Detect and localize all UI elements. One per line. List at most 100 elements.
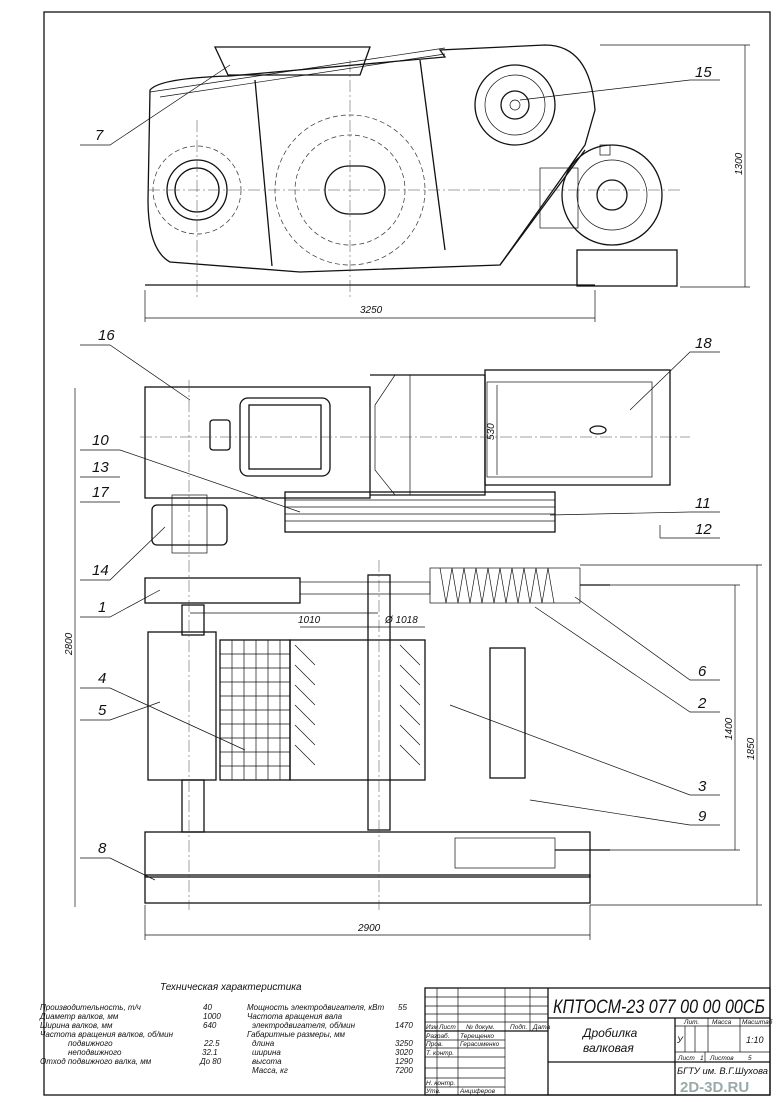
svg-text:До 80: До 80 — [199, 1057, 222, 1066]
position-18: 18 — [695, 335, 712, 352]
plan-view — [74, 369, 762, 940]
specs-title: Техническая характеристика — [160, 982, 302, 993]
svg-text:Герасименко: Герасименко — [460, 1041, 500, 1048]
base-8 — [144, 874, 591, 904]
leader-lines — [80, 64, 720, 881]
svg-text:1: 1 — [700, 1055, 704, 1062]
svg-text:Дата: Дата — [532, 1024, 551, 1031]
svg-text:32.1: 32.1 — [202, 1048, 218, 1057]
svg-text:Масса, кг: Масса, кг — [252, 1066, 288, 1075]
drawing-name-line1: Дробилка — [581, 1026, 638, 1040]
svg-text:Масса: Масса — [712, 1019, 732, 1026]
position-16: 16 — [98, 327, 115, 344]
drawing-designation: КПТОСМ-23 077 00 00 00СБ — [553, 997, 765, 1018]
feed-hopper — [213, 46, 371, 76]
dim-2900: 2900 — [357, 923, 381, 934]
position-8: 8 — [98, 840, 107, 857]
svg-text:Лист: Лист — [677, 1055, 695, 1062]
electric-motor — [561, 144, 663, 246]
svg-text:Н. контр.: Н. контр. — [426, 1080, 456, 1087]
motor-base — [576, 249, 678, 287]
svg-text:Масштаб: Масштаб — [742, 1018, 773, 1026]
roll-5 — [147, 631, 217, 781]
svg-text:Производительность, т/ч: Производительность, т/ч — [40, 1003, 141, 1012]
position-15: 15 — [695, 64, 712, 81]
svg-text:№ докум.: № докум. — [466, 1023, 495, 1031]
svg-text:Терещенко: Терещенко — [460, 1033, 494, 1040]
side-elevation-view — [144, 44, 750, 322]
svg-text:ширина: ширина — [252, 1048, 281, 1057]
roll-right — [489, 647, 526, 779]
position-13: 13 — [92, 459, 109, 476]
dim-1400: 1400 — [724, 717, 735, 740]
position-10: 10 — [92, 432, 109, 449]
position-9: 9 — [698, 808, 707, 825]
drawing-frame — [43, 11, 771, 1096]
position-14: 14 — [92, 562, 109, 579]
base-frame — [144, 831, 591, 878]
crusher-frame-top — [144, 386, 371, 499]
position-3: 3 — [698, 778, 707, 795]
svg-text:1:10: 1:10 — [746, 1035, 764, 1045]
svg-text:Диаметр валков, мм: Диаметр валков, мм — [39, 1012, 119, 1021]
svg-text:Т. контр.: Т. контр. — [426, 1050, 454, 1057]
chain-sprocket — [474, 64, 556, 146]
position-7: 7 — [95, 127, 104, 144]
dim-2800: 2800 — [64, 632, 75, 656]
position-1: 1 — [98, 599, 106, 616]
svg-text:640: 640 — [203, 1021, 217, 1030]
svg-text:Отход подвижного валка, мм: Отход подвижного валка, мм — [40, 1057, 152, 1066]
svg-text:1290: 1290 — [395, 1057, 413, 1066]
svg-text:40: 40 — [203, 1003, 212, 1012]
svg-text:неподвижного: неподвижного — [68, 1048, 122, 1057]
svg-text:Изм: Изм — [426, 1024, 439, 1031]
dim-3250: 3250 — [360, 305, 383, 316]
svg-text:Мощность электродвигателя, кВт: Мощность электродвигателя, кВт — [247, 1003, 384, 1012]
svg-text:Частота вращения вала: Частота вращения вала — [247, 1012, 343, 1021]
crusher-body — [147, 44, 596, 273]
position-17: 17 — [92, 484, 109, 501]
svg-text:3020: 3020 — [395, 1048, 413, 1057]
position-4: 4 — [98, 670, 106, 687]
svg-text:Лит.: Лит. — [683, 1019, 699, 1026]
dim-1300: 1300 — [734, 152, 745, 175]
svg-text:У: У — [676, 1035, 684, 1045]
position-12: 12 — [695, 521, 712, 538]
svg-text:Листов: Листов — [709, 1055, 734, 1062]
svg-text:Подп.: Подп. — [510, 1023, 527, 1031]
drawing-name-line2: валковая — [583, 1041, 634, 1055]
v-belt-drive — [284, 491, 556, 533]
svg-text:Ширина валков, мм: Ширина валков, мм — [40, 1021, 113, 1030]
svg-text:Частота вращения валков, об/ми: Частота вращения валков, об/мин — [40, 1030, 174, 1039]
position-11: 11 — [695, 495, 711, 512]
svg-text:Анциферов: Анциферов — [459, 1088, 496, 1095]
svg-text:длина: длина — [252, 1039, 275, 1048]
position-6: 6 — [698, 663, 707, 680]
svg-text:7200: 7200 — [395, 1066, 413, 1075]
svg-text:Габаритные размеры, мм: Габаритные размеры, мм — [247, 1030, 346, 1039]
watermark: 2D-3D.RU — [680, 1079, 749, 1096]
svg-text:1470: 1470 — [395, 1021, 413, 1030]
dim-1850: 1850 — [746, 737, 757, 760]
chain-bar-top — [144, 577, 301, 604]
dim-1010: 1010 — [298, 615, 321, 626]
svg-text:Разраб.: Разраб. — [426, 1032, 450, 1040]
title-block: КПТОСМ-23 077 00 00 00СБ Дробилка валков… — [424, 987, 773, 1096]
svg-text:высота: высота — [252, 1057, 282, 1066]
dim-diameter-1018: Ø 1018 — [384, 615, 418, 626]
position-5: 5 — [98, 702, 107, 719]
dim-530: 530 — [486, 423, 497, 440]
technical-specs: Техническая характеристика Производитель… — [39, 982, 413, 1075]
svg-text:Лист: Лист — [438, 1024, 456, 1031]
svg-text:подвижного: подвижного — [68, 1039, 113, 1048]
svg-text:55: 55 — [398, 1003, 407, 1012]
position-2: 2 — [697, 695, 707, 712]
pulley-14 — [151, 504, 228, 546]
svg-text:22.5: 22.5 — [203, 1039, 220, 1048]
svg-text:Пров.: Пров. — [426, 1041, 443, 1048]
roll-3 — [289, 639, 426, 781]
organization: БГТУ им. В.Г.Шухова — [677, 1066, 768, 1077]
svg-text:3250: 3250 — [395, 1039, 413, 1048]
svg-text:1000: 1000 — [203, 1012, 221, 1021]
